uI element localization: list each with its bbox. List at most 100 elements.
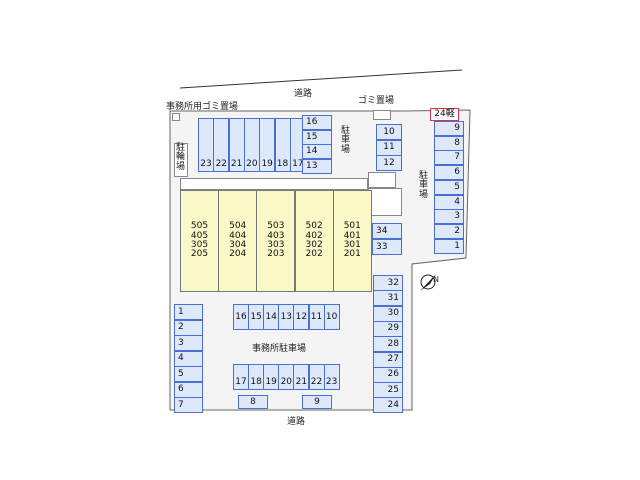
parking-space-19: 19 <box>263 364 280 390</box>
room-number: 405 <box>190 230 209 241</box>
parking-space-8: 8 <box>238 395 268 409</box>
parking-space-8: 8 <box>434 135 464 151</box>
parking-space-21: 21 <box>228 118 245 172</box>
parking-space-16: 16 <box>233 304 249 330</box>
garbage-label: ゴミ置場 <box>358 96 395 106</box>
room-number: 201 <box>343 249 361 260</box>
parking-space-20: 20 <box>278 364 295 390</box>
parking-space-7: 7 <box>174 397 203 413</box>
parking-space-15: 15 <box>248 304 265 330</box>
parking-label-right: 駐車場 <box>418 171 428 200</box>
parking-label-center: 駐車場 <box>340 126 350 155</box>
room-number: 202 <box>305 249 323 260</box>
parking-space-11: 11 <box>376 139 402 156</box>
parking-space-17: 17 <box>233 364 249 390</box>
room-number: 304 <box>229 240 247 250</box>
building-corridor <box>180 178 368 190</box>
parking-space-22: 22 <box>308 364 325 390</box>
parking-space-7: 7 <box>434 150 464 166</box>
parking-space-27: 27 <box>373 351 403 368</box>
parking-space-23: 23 <box>323 364 340 390</box>
parking-space-16: 16 <box>302 115 332 130</box>
parking-space-30: 30 <box>373 305 403 322</box>
room-number: 303 <box>267 240 285 250</box>
parking-space-6: 6 <box>434 165 464 181</box>
parking-space-28: 28 <box>373 336 403 353</box>
parking-space-3: 3 <box>434 209 464 225</box>
parking-space-25: 25 <box>373 382 403 399</box>
light-car-space-24: 24軽 <box>430 108 459 121</box>
parking-space-4: 4 <box>434 194 464 210</box>
room-number: 401 <box>343 230 361 241</box>
parking-space-19: 19 <box>259 118 276 172</box>
parking-space-12: 12 <box>376 155 402 171</box>
parking-space-24: 24 <box>373 397 403 414</box>
office-parking-label: 事務所駐車場 <box>252 344 307 354</box>
room-number: 503 <box>267 221 285 232</box>
room-number: 402 <box>305 230 323 241</box>
parking-space-13: 13 <box>278 304 295 330</box>
parking-space-33: 33 <box>372 239 402 255</box>
bike-parking-label: 駐輪場 <box>175 143 185 172</box>
road-line-top <box>179 69 463 89</box>
parking-space-29: 29 <box>373 320 403 337</box>
room-number: 403 <box>267 230 285 241</box>
parking-space-20: 20 <box>243 118 260 172</box>
parking-space-5: 5 <box>174 366 203 382</box>
room-number: 502 <box>305 221 323 232</box>
office-garbage-box <box>172 113 180 121</box>
parking-space-14: 14 <box>302 144 332 159</box>
light-car-space-label: 24軽 <box>434 109 455 119</box>
parking-space-32: 32 <box>373 275 403 291</box>
garbage-box <box>373 110 391 120</box>
parking-space-12: 12 <box>293 304 310 330</box>
room-number: 203 <box>267 249 285 260</box>
parking-space-9: 9 <box>302 395 332 409</box>
parking-space-21: 21 <box>293 364 310 390</box>
parking-space-15: 15 <box>302 129 332 145</box>
room-number: 205 <box>190 249 209 260</box>
room-number: 301 <box>343 240 361 250</box>
parking-space-23: 23 <box>198 118 214 172</box>
parking-space-11: 11 <box>308 304 325 330</box>
parking-space-3: 3 <box>174 335 203 351</box>
road-label-top: 道路 <box>294 89 313 99</box>
parking-space-4: 4 <box>174 350 203 367</box>
parking-space-10: 10 <box>376 124 402 140</box>
parking-space-6: 6 <box>174 381 203 398</box>
parking-space-10: 10 <box>323 304 340 330</box>
parking-space-13: 13 <box>302 158 332 174</box>
building-annex-top <box>368 172 396 188</box>
parking-space-2: 2 <box>174 319 203 336</box>
bike-parking-box <box>174 143 188 177</box>
parking-space-18: 18 <box>274 118 291 172</box>
parking-space-34: 34 <box>372 223 402 239</box>
parking-space-1: 1 <box>434 238 464 254</box>
room-number: 504 <box>229 221 247 232</box>
parking-space-1: 1 <box>174 304 203 320</box>
room-number: 404 <box>229 230 247 241</box>
room-number: 305 <box>190 240 209 250</box>
parking-space-2: 2 <box>434 223 464 239</box>
north-arrow-icon: N <box>420 274 439 291</box>
road-label-bottom: 道路 <box>287 417 306 427</box>
parking-space-9: 9 <box>434 121 464 136</box>
parking-space-26: 26 <box>373 366 403 383</box>
room-number: 505 <box>190 221 209 232</box>
room-number: 302 <box>305 240 323 250</box>
parking-space-5: 5 <box>434 179 464 195</box>
room-number: 204 <box>229 249 247 260</box>
room-number: 501 <box>343 221 361 232</box>
parking-space-18: 18 <box>248 364 265 390</box>
parking-space-14: 14 <box>263 304 280 330</box>
building-annex <box>368 188 402 216</box>
parking-space-22: 22 <box>213 118 230 172</box>
svg-text:N: N <box>433 275 439 284</box>
office-garbage-label: 事務所用ゴミ置場 <box>166 102 239 112</box>
